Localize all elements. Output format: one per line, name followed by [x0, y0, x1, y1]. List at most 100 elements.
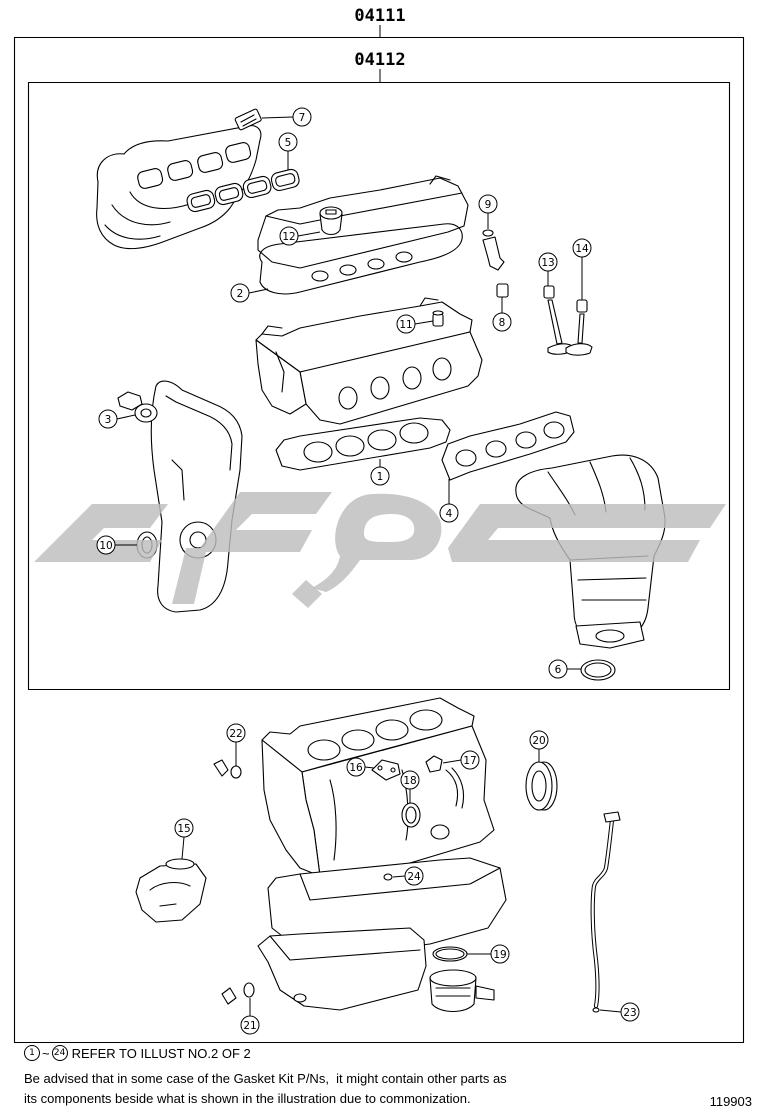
callout-number: 10	[99, 540, 112, 552]
spark-plug-tube-seal	[395, 251, 413, 263]
callout-circle	[98, 409, 118, 429]
water-pump	[135, 858, 207, 923]
callout-5[interactable]: 5	[278, 132, 298, 170]
dipstick-tube-fill	[591, 818, 614, 1008]
part-21-plug	[221, 987, 237, 1005]
gasket-port-inner	[190, 194, 211, 208]
callout-circle	[620, 1002, 640, 1022]
valve-stem	[577, 313, 585, 344]
exhaust-manifold-gasket	[441, 411, 575, 481]
callout-3[interactable]: 3	[98, 409, 136, 429]
refer-separator: ~	[42, 1045, 50, 1061]
cylinder-head-side	[255, 339, 307, 415]
oil-pan-body	[257, 927, 427, 1011]
callout-11[interactable]: 11	[396, 314, 434, 334]
callout-6[interactable]: 6	[548, 659, 581, 679]
intake-port	[225, 142, 252, 163]
leader-line	[181, 836, 185, 860]
callout-14[interactable]: 14	[572, 238, 592, 300]
head-port	[370, 376, 390, 400]
oil-pan-upper-flange	[299, 867, 501, 901]
watermark-shape	[312, 493, 442, 592]
callouts: 7 5 9 12 2 13 14	[96, 107, 640, 1035]
callout-23[interactable]: 23	[599, 1002, 640, 1022]
block-plug	[430, 824, 450, 840]
intake-port	[197, 152, 224, 173]
callout-24[interactable]: 24	[392, 866, 424, 886]
callout-circle	[548, 659, 568, 679]
oil-pan	[257, 927, 427, 1011]
water-outlet-gasket-part-3	[117, 391, 158, 423]
drain-plug	[293, 993, 307, 1003]
intake-manifold-gasket	[186, 168, 300, 213]
intake-manifold	[96, 125, 262, 250]
cylinder-head-cover-gasket	[259, 223, 463, 295]
part-22-plug	[213, 759, 229, 777]
callout-circle	[279, 226, 299, 246]
callout-22[interactable]: 22	[226, 723, 246, 766]
water-outlet	[117, 391, 143, 411]
callout-number: 1	[377, 471, 384, 483]
oil-filler-cap	[319, 206, 343, 236]
intake-manifold-ribs	[104, 191, 191, 240]
callout-9[interactable]: 9	[478, 194, 498, 229]
callout-number: 19	[493, 949, 506, 961]
valve-stem-seal-14	[565, 299, 593, 356]
ring-inner	[435, 948, 465, 960]
leader-line	[442, 759, 462, 764]
part-17-gasket	[425, 755, 443, 773]
callout-16[interactable]: 16	[346, 757, 375, 777]
callout-number: 4	[446, 508, 453, 520]
water-pump-detail	[149, 881, 191, 907]
valve-stem-seal-13	[543, 285, 573, 355]
callout-7[interactable]: 7	[261, 107, 312, 127]
callout-number: 15	[177, 823, 190, 835]
callout-8[interactable]: 8	[492, 297, 512, 332]
callout-number: 22	[229, 728, 242, 740]
cylinder-block	[261, 697, 495, 885]
callout-12[interactable]: 12	[279, 226, 321, 246]
cover-gasket-outline	[259, 223, 463, 295]
callout-18[interactable]: 18	[400, 770, 420, 803]
pcv-valve	[482, 229, 509, 298]
oil-filter	[429, 969, 495, 1013]
callout-number: 2	[237, 288, 244, 300]
callout-20[interactable]: 20	[529, 730, 549, 762]
gasket-7-plate	[234, 108, 262, 131]
callout-10[interactable]: 10	[96, 535, 137, 555]
part-17-hose	[445, 767, 465, 809]
part-16	[371, 759, 401, 781]
subassembly-label: 04112	[354, 50, 405, 70]
callout-circle	[278, 132, 298, 152]
callout-1[interactable]: 1	[370, 459, 390, 486]
oil-filter-body	[429, 977, 477, 1013]
cylinder-head	[255, 297, 483, 425]
cylinder-head-gasket	[275, 417, 451, 471]
callout-15[interactable]: 15	[174, 818, 194, 860]
block-bore	[307, 739, 341, 761]
leader-line	[392, 875, 406, 878]
part-22	[213, 759, 242, 779]
callout-number: 8	[499, 317, 506, 329]
gasket-port-inner	[275, 173, 296, 187]
callout-2[interactable]: 2	[230, 283, 269, 303]
cylinder-head-cover	[257, 175, 469, 269]
gasket-port-outer	[242, 175, 272, 199]
valve-head	[565, 343, 593, 356]
callout-21[interactable]: 21	[240, 998, 260, 1035]
leader-line	[261, 116, 294, 119]
advisory-note-line-1: Be advised that in some case of the Gask…	[24, 1071, 507, 1086]
head-gasket-bore	[335, 435, 365, 457]
block-side	[261, 739, 321, 877]
assembly-label: 04111	[354, 6, 405, 26]
callout-19[interactable]: 19	[467, 944, 510, 964]
block-bore	[375, 719, 409, 741]
callout-17[interactable]: 17	[442, 750, 480, 770]
callout-13[interactable]: 13	[538, 252, 558, 286]
gasket-7-hatch	[240, 114, 257, 127]
leader-line	[297, 231, 321, 237]
callout-4[interactable]: 4	[439, 479, 459, 523]
leader-line	[414, 320, 434, 325]
exhaust-gasket-port	[515, 431, 537, 449]
refer-text: REFER TO ILLUST NO.2 OF 2	[71, 1045, 251, 1061]
